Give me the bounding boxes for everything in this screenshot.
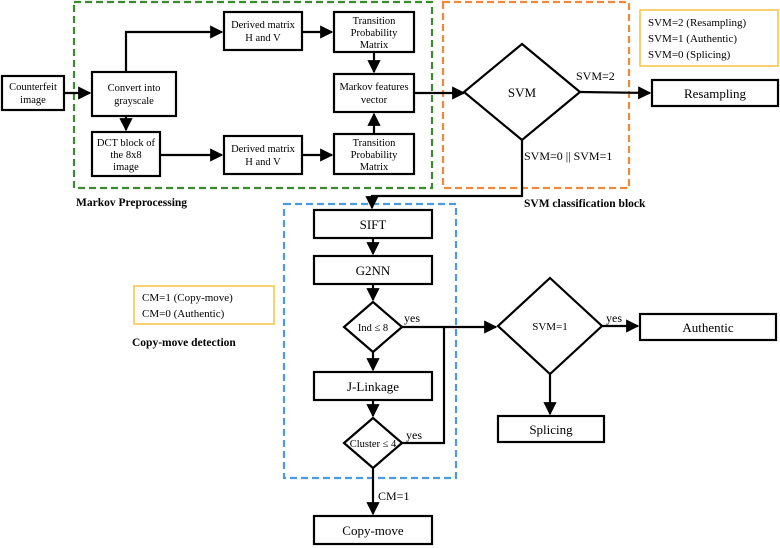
svm-region (441, 0, 631, 190)
grayscale-label-2: grayscale (114, 96, 154, 107)
svm-legend-line-3: SVM=0 (Splicing) (648, 49, 731, 61)
jlinkage-label: J-Linkage (347, 379, 399, 394)
yes-ind-label: yes (404, 311, 420, 325)
edge-grayscale-derived-top (124, 25, 224, 72)
markov-region (72, 0, 434, 190)
tpm-top-label-2: Probability (351, 28, 398, 39)
cm-legend-line-2: CM=0 (Authentic) (142, 308, 225, 320)
copymove-node (312, 514, 434, 546)
sift-label: SIFT (360, 217, 387, 232)
cluster-decision-label: Cluster ≤ 4 (350, 439, 397, 450)
tpm-bottom-label-2: Probability (351, 150, 398, 161)
cm1-edge-label: CM=1 (378, 489, 409, 503)
authentic-label: Authentic (682, 320, 733, 335)
tpm-top-label-1: Transition (353, 16, 397, 27)
derived-bottom-label-1: Derived matrix (231, 144, 296, 155)
counterfeit-label-1: Counterfeit (9, 82, 57, 93)
markov-vector-label-1: Markov features (339, 82, 408, 93)
svm-decision-label: SVM (508, 85, 537, 100)
cm-legend-box (133, 285, 275, 325)
tpm-top-label-3: Matrix (360, 40, 389, 51)
derived-top-label-2: H and V (245, 33, 281, 44)
grayscale-node (90, 70, 178, 118)
svm2-edge-label: SVM=2 (576, 69, 615, 83)
dct-label-1: DCT block of (97, 138, 156, 149)
edge-cluster-svm1 (402, 327, 446, 445)
counterfeit-label-2: image (20, 95, 46, 106)
splicing-node (496, 414, 606, 444)
svm-legend-line-1: SVM=2 (Resampling) (648, 17, 747, 29)
counterfeit-image-node (0, 74, 66, 112)
markov-vector-label-2: vector (361, 95, 388, 106)
svm-caption: SVM classification block (524, 198, 646, 210)
dct-node (90, 130, 162, 178)
edge-svm-resampling (579, 86, 652, 100)
tpm-bottom-label-3: Matrix (360, 162, 389, 173)
authentic-node (638, 312, 778, 342)
yes-cluster-label: yes (406, 428, 422, 442)
svm-legend-line-2: SVM=1 (Authentic) (648, 33, 737, 45)
g2nn-node (312, 254, 434, 286)
derived-top-label-1: Derived matrix (231, 20, 296, 31)
grayscale-label-1: Convert into (108, 83, 161, 94)
markov-caption: Markov Preprocessing (76, 197, 187, 209)
derived-matrix-top-node (222, 10, 304, 52)
dct-label-3: image (113, 162, 139, 173)
resampling-label: Resampling (684, 86, 747, 101)
derived-bottom-label-2: H and V (245, 157, 281, 168)
edge-svm-sift (365, 140, 524, 210)
copymove-caption: Copy-move detection (132, 337, 236, 349)
svm1-decision-label: SVM=1 (532, 321, 568, 333)
copymove-region (282, 202, 458, 480)
copymove-label: Copy-move (342, 523, 404, 538)
splicing-label: Splicing (529, 422, 573, 437)
g2nn-label: G2NN (356, 263, 391, 278)
tpm-bottom-label-1: Transition (353, 138, 397, 149)
svm-legend-box (639, 9, 779, 67)
derived-matrix-bottom-node (222, 134, 304, 176)
svm01-edge-label: SVM=0 || SVM=1 (524, 149, 612, 163)
dct-label-2: the 8x8 (110, 150, 141, 161)
resampling-node (650, 78, 780, 108)
cm-legend-line-1: CM=1 (Copy-move) (142, 292, 233, 304)
markov-vector-node (332, 72, 416, 114)
yes-svm1-label: yes (606, 311, 622, 325)
ind-decision-label: Ind ≤ 8 (358, 323, 388, 334)
